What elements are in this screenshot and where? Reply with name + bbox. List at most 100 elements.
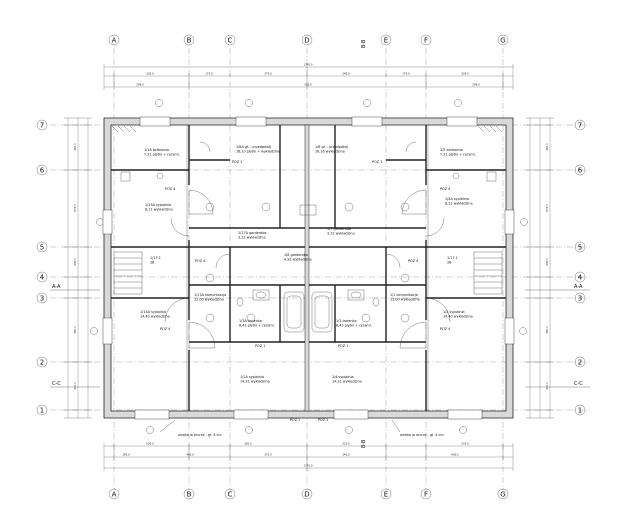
room-label: 1/3 łazienka 8,43 płytki + cerami. bbox=[336, 319, 372, 328]
svg-text:28: 28 bbox=[150, 261, 154, 265]
svg-text:1/15A sypialnia: 1/15A sypialnia bbox=[145, 203, 171, 207]
note-right: wnęka w murze - gł. 4 cm bbox=[400, 433, 444, 437]
poz-label: POZ 1 bbox=[338, 344, 348, 348]
svg-text:1/1A sypialnia: 1/1A sypialnia bbox=[240, 375, 264, 379]
dim-top-4: 340.0 bbox=[342, 72, 350, 76]
svg-text:1/17A garderoba: 1/17A garderoba bbox=[238, 231, 266, 235]
section-label-left-bottom: C-C bbox=[52, 381, 61, 387]
dim-overall-top: 1776.0 bbox=[303, 63, 312, 67]
axis-label-b: B bbox=[187, 37, 192, 45]
svg-text:4,92 wykładzina: 4,92 wykładzina bbox=[284, 258, 312, 262]
axis-label-4: 4 bbox=[40, 274, 45, 282]
poz-label: POZ 4 bbox=[408, 259, 418, 263]
axis-label-e: E bbox=[384, 491, 388, 499]
door-swings bbox=[164, 141, 451, 349]
room-label: 1/15A sypialnia 8,11 wykładzina bbox=[145, 203, 173, 212]
svg-text:1/5 kotłownia: 1/5 kotłownia bbox=[440, 148, 463, 152]
axis-label-3: 3 bbox=[40, 295, 44, 303]
room-label: 1/8A gł. - przedpokój 16,10 płytki + wyk… bbox=[236, 145, 280, 154]
room-labels: 1/16 kotłownia 7,21 płytki + cerami. 1/8… bbox=[140, 145, 476, 384]
room-label: 1/1 komunikacja 12,00 wykładzina bbox=[390, 293, 420, 302]
axis-label-3: 3 bbox=[578, 295, 582, 303]
svg-text:1/1 komunikacja: 1/1 komunikacja bbox=[390, 293, 418, 297]
axis-label-6: 6 bbox=[578, 167, 583, 175]
room-label: 1/5 kotłownia 7,21 płytki + cerami. bbox=[440, 148, 476, 157]
notes: wnęka w murze - gł. 4 cm wnęka w murze -… bbox=[159, 419, 444, 437]
dim-top-6: 335.0 bbox=[461, 72, 469, 76]
section-label-right-top: A-A bbox=[574, 284, 583, 290]
svg-text:12,00 wykładzina: 12,00 wykładzina bbox=[390, 298, 420, 302]
axis-label-b: B bbox=[187, 491, 192, 499]
structural-markers bbox=[205, 202, 410, 323]
dim-left-1: 450.0 bbox=[73, 143, 77, 151]
svg-text:1/16 kotłownia: 1/16 kotłownia bbox=[144, 148, 169, 152]
svg-text:14,40 wykładzina: 14,40 wykładzina bbox=[140, 315, 170, 319]
dimension-chains: 1776.0 335.0 175.0 370.0 340.0 175.0 335… bbox=[64, 63, 554, 471]
axis-bubbles-columns-bottom: A B C D E F G bbox=[108, 488, 509, 500]
dim-left-4: 280.0 bbox=[73, 326, 77, 334]
axis-bubbles-columns-top: A B C D E F G bbox=[108, 34, 509, 46]
dim-bottom-4: 535.0 bbox=[461, 442, 469, 446]
dim-right-1: 450.0 bbox=[545, 143, 549, 151]
axis-label-5: 5 bbox=[40, 244, 44, 252]
dim-left-5: 470.0 bbox=[73, 382, 77, 390]
dim-bottom-3: 325.0 bbox=[342, 442, 350, 446]
poz-label: POZ 4 bbox=[160, 327, 170, 331]
svg-text:12,00 wykładzina: 12,00 wykładzina bbox=[194, 298, 224, 302]
room-label: 1/13A komunikacja 12,00 wykładzina bbox=[194, 293, 226, 302]
axis-bubbles-rows-left: 7 6 5 4 3 2 1 bbox=[36, 119, 48, 416]
axis-label-d: D bbox=[304, 491, 309, 499]
svg-text:1/7 garderoba: 1/7 garderoba bbox=[327, 227, 351, 231]
dim-top-b: 516.0 bbox=[304, 83, 312, 87]
svg-text:1/4A sypialnia: 1/4A sypialnia bbox=[445, 197, 469, 201]
room-label: 1/17.1 28 bbox=[150, 256, 161, 265]
poz-label: POZ 1 bbox=[290, 418, 300, 422]
svg-text:14,31 wykładzina: 14,31 wykładzina bbox=[332, 380, 362, 384]
svg-text:8,11 wykładzina: 8,11 wykładzina bbox=[445, 202, 473, 206]
svg-text:1/6 gł. - przedpokój: 1/6 gł. - przedpokój bbox=[315, 145, 348, 149]
svg-text:1/14A sypialnia: 1/14A sypialnia bbox=[140, 310, 166, 314]
axis-label-d: D bbox=[304, 37, 309, 45]
dim-top-5: 175.0 bbox=[402, 72, 410, 76]
poz-label: POZ 1 bbox=[232, 160, 242, 164]
room-label: 1/2 sypialnia 14,40 wykładzina bbox=[443, 310, 473, 319]
interior-walls bbox=[111, 124, 506, 412]
svg-text:1/3A łazienka: 1/3A łazienka bbox=[239, 319, 262, 323]
svg-text:28: 28 bbox=[447, 261, 451, 265]
axis-label-e: E bbox=[384, 37, 388, 45]
svg-text:14,31 wykładzina: 14,31 wykładzina bbox=[240, 380, 270, 384]
axis-label-7: 7 bbox=[578, 122, 582, 130]
svg-text:3,12 wykładzina: 3,12 wykładzina bbox=[238, 236, 266, 240]
bathroom-fixtures bbox=[120, 171, 497, 333]
axis-label-2: 2 bbox=[578, 359, 582, 367]
section-label-left-top: A-A bbox=[52, 284, 61, 290]
svg-text:1/8 garderoba: 1/8 garderoba bbox=[284, 253, 308, 257]
dim-bottom-9: 430.0 bbox=[451, 453, 459, 457]
room-label: 1/3A łazienka 8,43 płytki + cerami. bbox=[239, 319, 275, 328]
poz-label: POZ 4 bbox=[440, 327, 450, 331]
axis-label-4: 4 bbox=[578, 274, 583, 282]
room-label: 1/4A sypialnia 8,11 wykładzina bbox=[445, 197, 473, 206]
axis-label-5: 5 bbox=[578, 244, 582, 252]
room-label: 1/6 gł. - przedpokój 16,16 wykładzina bbox=[315, 145, 348, 154]
axis-label-c: C bbox=[228, 491, 233, 499]
svg-text:1/2 sypialnia: 1/2 sypialnia bbox=[443, 310, 465, 314]
section-markers: B-B B-B A-A A-A C-C C-C bbox=[50, 39, 590, 448]
dim-right-5: 470.0 bbox=[545, 382, 549, 390]
axis-label-f: F bbox=[424, 491, 428, 499]
svg-text:7,21 płytki + cerami.: 7,21 płytki + cerami. bbox=[440, 153, 476, 157]
room-label: 1/1A sypialnia 14,31 wykładzina bbox=[240, 375, 270, 384]
dim-right-3: 435.0 bbox=[545, 258, 549, 266]
note-left: wnęka w murze - gł. 4 cm bbox=[178, 433, 222, 437]
svg-text:8,43 płytki + cerami.: 8,43 płytki + cerami. bbox=[239, 324, 275, 328]
dim-top-1: 335.0 bbox=[146, 72, 154, 76]
dim-bottom-2: 360.0 bbox=[244, 442, 252, 446]
axis-label-g: G bbox=[500, 491, 505, 499]
axis-label-a: A bbox=[112, 37, 117, 45]
poz-label: POZ 4 bbox=[440, 187, 450, 191]
poz-label: POZ 1 bbox=[318, 418, 328, 422]
axis-label-1: 1 bbox=[578, 407, 582, 415]
poz-label: POZ 4 bbox=[165, 187, 175, 191]
dim-top-c: 208.0 bbox=[472, 83, 480, 87]
